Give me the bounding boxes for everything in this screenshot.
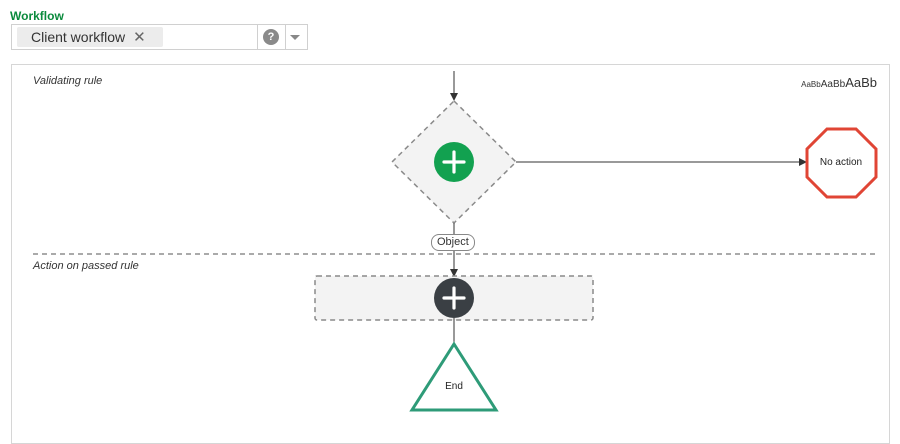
select-divider: [285, 25, 286, 49]
workflow-chip: Client workflow ✕: [17, 27, 163, 47]
workflow-chip-label: Client workflow: [31, 29, 126, 45]
workflow-label: Workflow: [10, 9, 64, 23]
select-divider: [257, 25, 258, 49]
chevron-down-icon[interactable]: [290, 35, 300, 40]
lane-label-validating: Validating rule: [33, 75, 103, 87]
help-icon[interactable]: ?: [263, 29, 279, 45]
font-size-large[interactable]: AaBb: [845, 75, 877, 90]
stop-octagon[interactable]: [805, 127, 878, 199]
workflow-select[interactable]: Client workflow ✕ ?: [11, 24, 308, 50]
connector-label[interactable]: Object: [431, 234, 475, 251]
font-size-medium[interactable]: AaBb: [820, 79, 846, 90]
font-size-selector: AaBbAaBbAaBb: [801, 74, 877, 92]
no-action-label: No action: [819, 157, 863, 168]
lane-label-action: Action on passed rule: [33, 260, 139, 272]
plus-icon: [442, 150, 466, 174]
end-label: End: [445, 381, 463, 392]
flow-diagram: [33, 71, 878, 412]
font-size-small[interactable]: AaBb: [801, 80, 821, 89]
close-icon[interactable]: ✕: [133, 28, 146, 46]
end-triangle[interactable]: [409, 341, 499, 412]
plus-icon: [442, 286, 466, 310]
